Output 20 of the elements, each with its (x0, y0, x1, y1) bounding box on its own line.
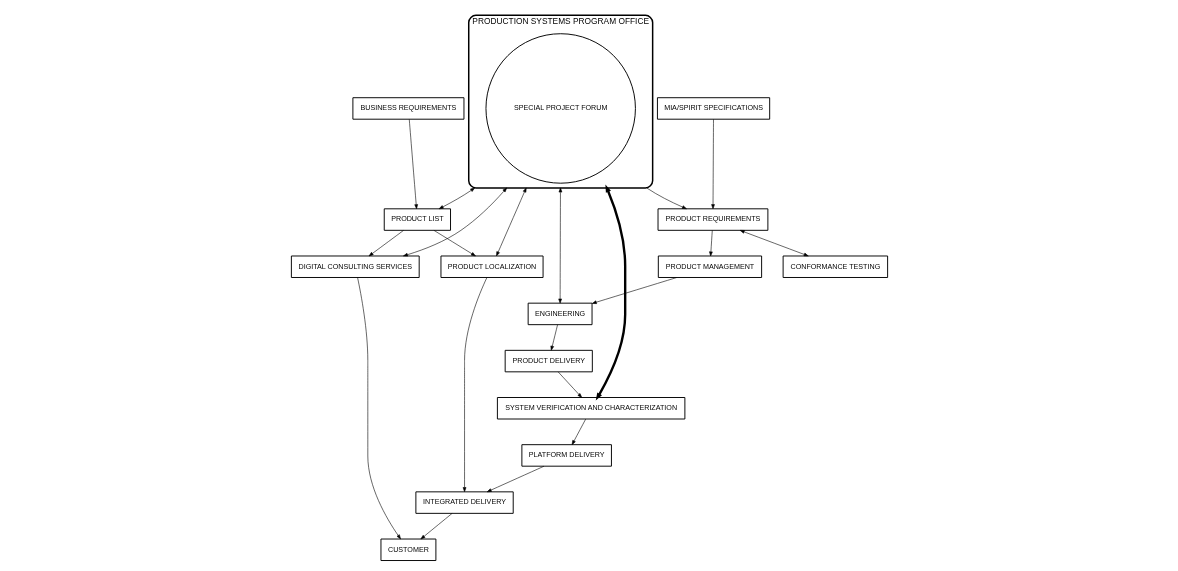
arrow (550, 324, 558, 351)
arrow (356, 277, 401, 540)
arrow (402, 187, 507, 257)
arrow (645, 187, 687, 210)
arrow (408, 119, 418, 210)
arrow (495, 187, 526, 257)
arrow (595, 184, 626, 401)
arrow (710, 119, 715, 210)
arrow (557, 371, 582, 398)
arrow (462, 277, 487, 492)
arrow (571, 418, 586, 445)
arrow (368, 230, 404, 257)
arrow (433, 230, 476, 257)
arrow (438, 187, 475, 210)
arrow (591, 277, 677, 304)
arrow (420, 513, 452, 540)
arrow (557, 187, 562, 304)
arrow (486, 465, 544, 493)
arrow (739, 230, 809, 257)
arrow (708, 230, 713, 257)
